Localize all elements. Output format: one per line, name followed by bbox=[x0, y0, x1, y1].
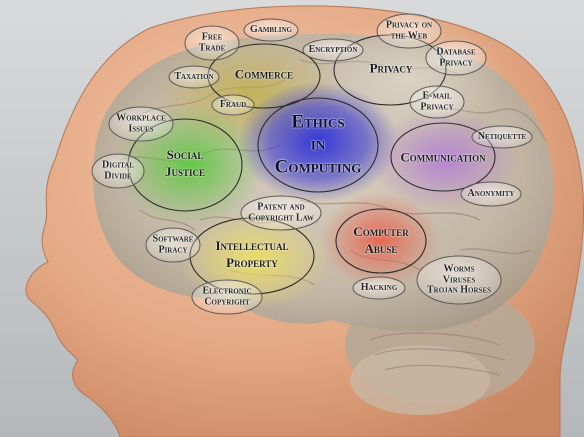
subtopic-fraud: Fraud bbox=[219, 98, 247, 110]
subtopic-database-privacy: Database Privacy bbox=[436, 46, 476, 68]
topic-privacy: Privacy bbox=[369, 60, 413, 76]
subtopic-taxation: Taxation bbox=[174, 70, 214, 82]
subtopic-workplace-issues: Workplace Issues bbox=[116, 112, 166, 134]
subtopic-electronic-copyright: Electronic Copyright bbox=[202, 285, 252, 307]
subtopic-email-privacy: E-mail Privacy bbox=[420, 90, 454, 112]
subtopic-gambling: Gambling bbox=[249, 23, 293, 35]
center-topic-ethics-in-computing: Ethics in Computing bbox=[274, 111, 362, 178]
subtopic-free-trade: Free Trade bbox=[198, 31, 226, 53]
subtopic-software-piracy: Software Piracy bbox=[152, 233, 194, 255]
topic-computer-abuse: Computer Abuse bbox=[353, 224, 409, 256]
topic-intellectual-property: Intellectual Property bbox=[215, 238, 289, 270]
subtopic-netiquette: Netiquette bbox=[477, 130, 527, 142]
subtopic-digital-divide: Digital Divide bbox=[102, 159, 134, 181]
subtopic-worms-viruses-trojan-horses: Worms Viruses Trojan Horses bbox=[426, 263, 492, 296]
subtopic-hacking: Hacking bbox=[360, 281, 398, 293]
topic-social-justice: Social Justice bbox=[164, 147, 206, 179]
subtopic-encryption: Encryption bbox=[308, 43, 358, 55]
topic-communication: Communication bbox=[400, 149, 486, 165]
topic-commerce: Commerce bbox=[234, 66, 294, 82]
subtopic-privacy-on-the-web: Privacy on the Web bbox=[385, 19, 433, 41]
subtopic-anonymity: Anonymity bbox=[467, 187, 515, 199]
subtopic-patent-copyright-law: Patent and Copyright Law bbox=[248, 201, 314, 223]
